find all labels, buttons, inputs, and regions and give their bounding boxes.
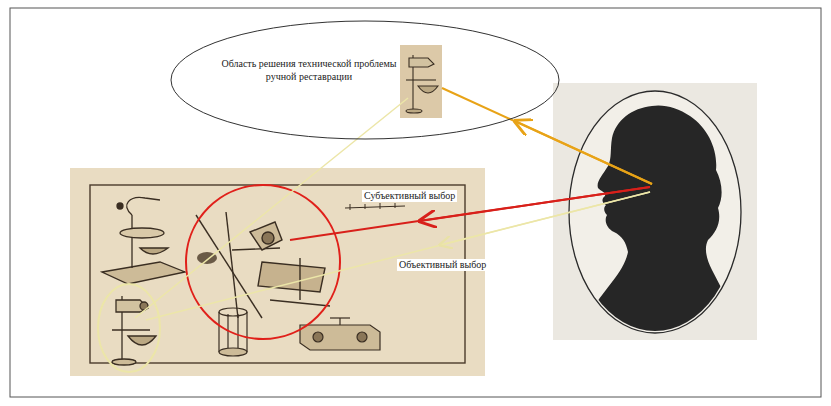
microscope-sketch: [418, 86, 438, 93]
microscope-sketch: [102, 197, 185, 284]
scale-sketch: [365, 204, 366, 209]
objective-arrow-head: [440, 192, 650, 245]
objective-line: [135, 98, 408, 318]
scale-sketch: [350, 204, 351, 210]
silhouette-portrait: [553, 83, 757, 340]
holder-sketch: [227, 314, 228, 352]
holder-sketch: [218, 312, 219, 352]
instrument-sketch: [226, 212, 238, 318]
scale-sketch: [345, 206, 405, 208]
arrow-label: Объективный выбор: [397, 259, 488, 271]
plate-ground: [70, 168, 485, 376]
device-sketch: [313, 332, 323, 342]
subjective-circle: [186, 185, 340, 339]
instrument-sketch: [232, 248, 280, 250]
objective-arrow: [146, 192, 650, 320]
small-microscope-picture: [400, 45, 442, 118]
microscope-sketch: [127, 197, 160, 215]
holder-sketch: [219, 308, 247, 316]
microscope-sketch: [409, 58, 434, 67]
outer-frame: [10, 8, 821, 397]
region-ellipse: Область решения технической проблемы руч…: [170, 20, 560, 140]
subjective-arrow: [290, 187, 650, 240]
microscope-sketch: [102, 262, 185, 284]
objective-circle: [98, 284, 160, 372]
device-sketch: [300, 325, 380, 350]
holder-sketch: [219, 348, 247, 356]
holder-sketch: [237, 314, 238, 352]
instrument-sketch: [270, 300, 330, 306]
holder-sketch: [246, 312, 247, 352]
engraving-plate: [70, 168, 485, 376]
ellipse-border: [171, 21, 559, 139]
instrument-sketch: [299, 258, 300, 300]
scale-sketch: [395, 203, 396, 208]
instrument-sketch: [262, 232, 274, 244]
ellipse-outline: [170, 20, 560, 140]
microscope-sketch: [112, 359, 136, 365]
instrument-sketch: [250, 222, 282, 250]
microscope-sketch: [406, 79, 436, 80]
portrait-ground: [553, 83, 757, 340]
solution-arrow: [442, 88, 652, 184]
microscope-sketch: [120, 228, 164, 238]
microscope-sketch: [140, 248, 168, 254]
microscope-sketch: [116, 300, 148, 312]
picture-ground: [400, 45, 442, 118]
device-sketch: [339, 318, 340, 325]
microscope-sketch: [406, 55, 438, 113]
solution-arrow-head: [515, 121, 652, 184]
scale-sketch: [380, 203, 381, 209]
plate-border: [90, 185, 465, 363]
microscope-sketch: [128, 336, 156, 345]
head-silhouette: [578, 105, 740, 340]
region-title: Область решения технической проблемы руч…: [220, 58, 398, 83]
microscope-sketch: [406, 109, 422, 113]
scale-sketch: [345, 203, 405, 210]
arrow-label: Субъективный выбор: [362, 190, 457, 202]
device-sketch: [300, 318, 380, 350]
device-sketch: [357, 332, 367, 342]
microscope-sketch: [131, 215, 132, 268]
microscope-sketch: [112, 329, 150, 330]
microscope-sketch: [117, 203, 123, 209]
